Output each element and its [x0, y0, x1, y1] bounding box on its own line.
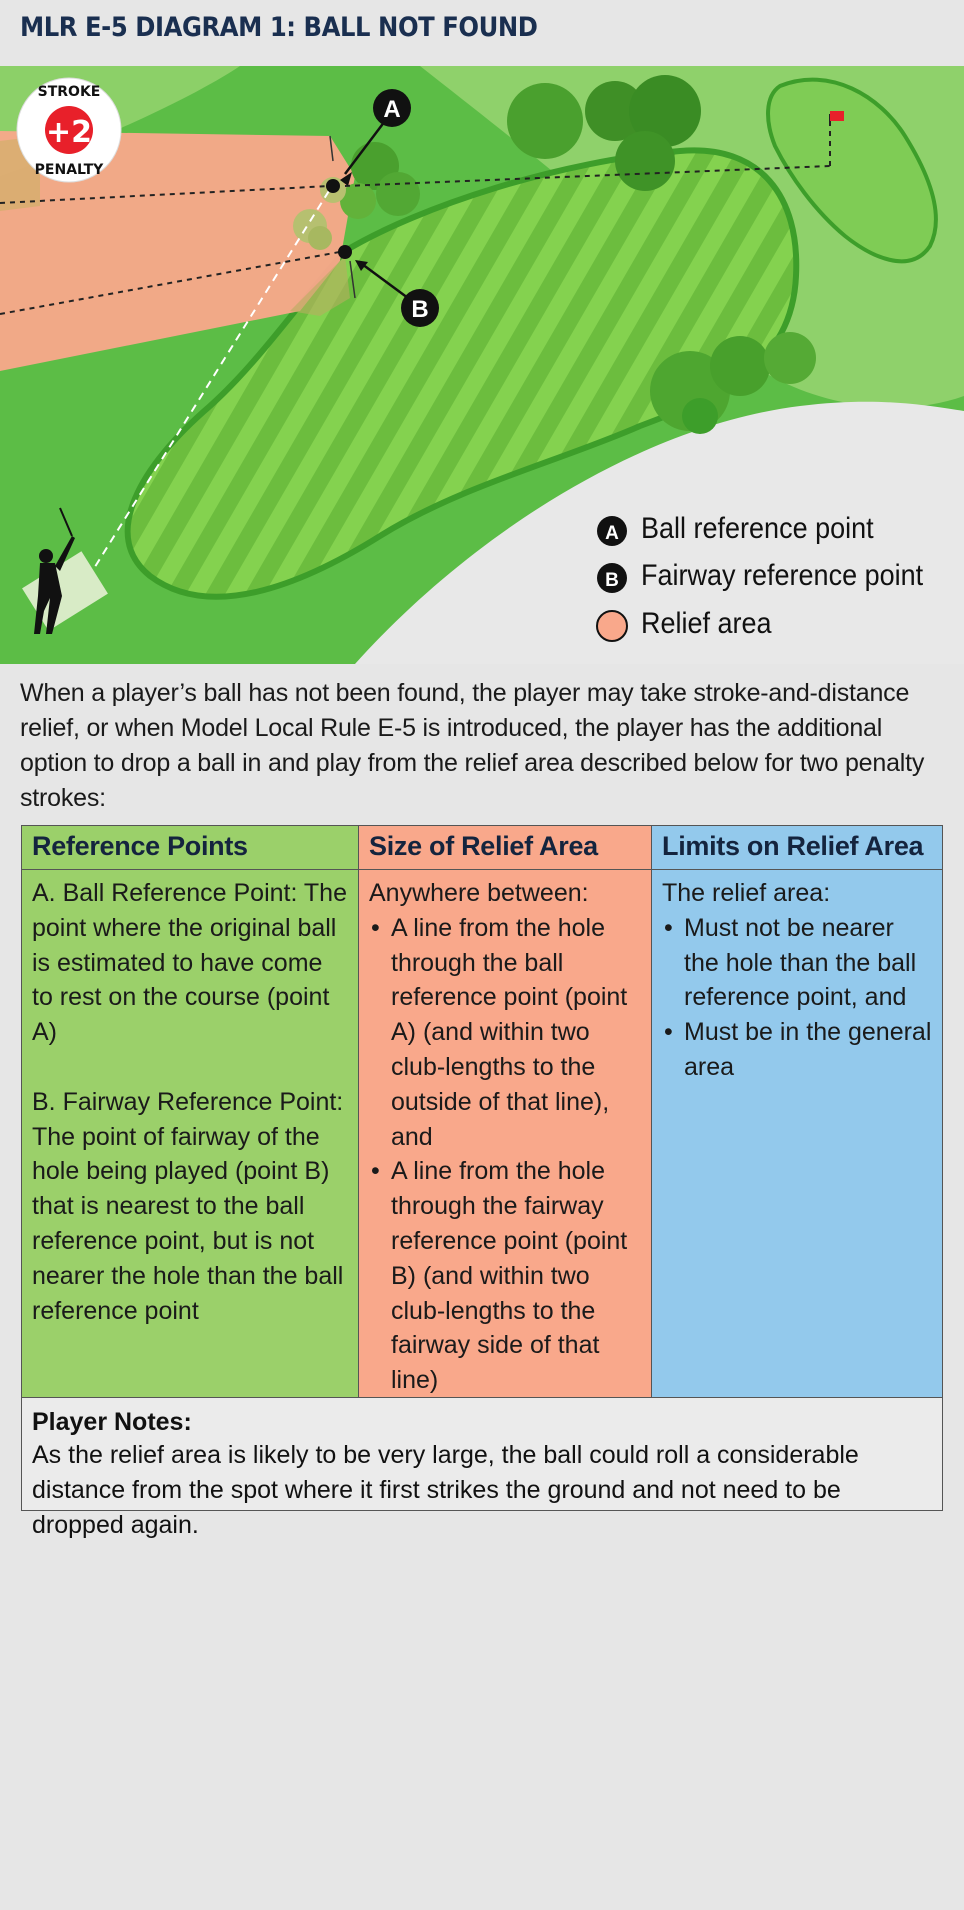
marker-a-label: A — [383, 96, 400, 123]
course-illustration: A B +2 STROKE PENALTY A B — [0, 66, 964, 664]
list-item: Must be in the general area — [662, 1015, 932, 1085]
rules-table: Reference Points A. Ball Reference Point… — [21, 825, 943, 1910]
putting-green — [766, 77, 938, 264]
column-body: The relief area: Must not be nearer the … — [652, 870, 942, 1085]
list-item: A line from the hole through the fairway… — [369, 1154, 642, 1398]
column-header: Reference Points — [22, 826, 359, 870]
fairway-reference-point — [338, 245, 352, 259]
column-limits: Limits on Relief Area The relief area: M… — [651, 825, 943, 1399]
marker-a-circle — [373, 89, 411, 127]
penalty-value: +2 — [46, 115, 92, 150]
column-intro: The relief area: — [662, 879, 831, 907]
column-header: Limits on Relief Area — [652, 826, 942, 870]
out-of-play-area — [355, 401, 964, 664]
column-reference-points: Reference Points A. Ball Reference Point… — [21, 825, 360, 1399]
legend-label-a: Ball reference point — [641, 512, 874, 545]
svg-text:A: A — [605, 523, 619, 544]
diagram-title: MLR E-5 DIAGRAM 1: BALL NOT FOUND — [20, 12, 538, 43]
svg-text:B: B — [605, 570, 619, 591]
relief-area — [0, 131, 355, 371]
trees-top — [507, 75, 701, 191]
column-body: Anywhere between: A line from the hole t… — [359, 870, 652, 1398]
line-through-b — [0, 250, 346, 315]
legend-marker-a — [597, 516, 627, 546]
column-size-of-relief: Size of Relief Area Anywhere between: A … — [358, 825, 653, 1399]
flag — [830, 111, 844, 121]
list-item: A line from the hole through the ball re… — [369, 911, 642, 1155]
trees-right — [650, 332, 816, 434]
course-diagram: A B +2 STROKE PENALTY A B Ball reference… — [0, 66, 964, 664]
legend-label-b: Fairway reference point — [641, 559, 924, 592]
notes-heading: Player Notes: — [32, 1408, 192, 1436]
penalty-top: STROKE — [38, 84, 101, 100]
column-body: A. Ball Reference Point: The point where… — [22, 870, 359, 1328]
penalty-bottom: PENALTY — [35, 162, 105, 178]
legend-label-relief: Relief area — [641, 607, 772, 640]
relief-area-shade-b — [290, 256, 350, 316]
column-header: Size of Relief Area — [359, 826, 652, 870]
column-intro: Anywhere between: — [369, 879, 589, 907]
trees-near-a — [293, 142, 420, 250]
ball-reference-point — [326, 179, 340, 193]
intro-text: When a player’s ball has not been found,… — [20, 679, 925, 812]
fairway — [124, 147, 800, 600]
shot-line — [87, 185, 333, 579]
paragraph-ball-reference: A. Ball Reference Point: The point where… — [32, 879, 347, 1047]
marker-b-circle — [401, 289, 439, 327]
list-item: Must not be nearer the hole than the bal… — [662, 911, 932, 1015]
notes-text: As the relief area is likely to be very … — [32, 1441, 859, 1539]
golfer-icon — [34, 507, 75, 634]
legend-relief-swatch — [596, 610, 628, 642]
player-notes: Player Notes: As the relief area is like… — [21, 1397, 943, 1539]
line-through-a — [344, 165, 831, 187]
marker-b-label: B — [411, 296, 428, 323]
penalty-badge: +2 STROKE PENALTY — [16, 77, 122, 183]
legend-marker-b — [597, 563, 627, 593]
paragraph-fairway-reference: B. Fairway Reference Point: The point of… — [32, 1087, 344, 1325]
header: MLR E-5 DIAGRAM 1: BALL NOT FOUND — [0, 0, 964, 66]
